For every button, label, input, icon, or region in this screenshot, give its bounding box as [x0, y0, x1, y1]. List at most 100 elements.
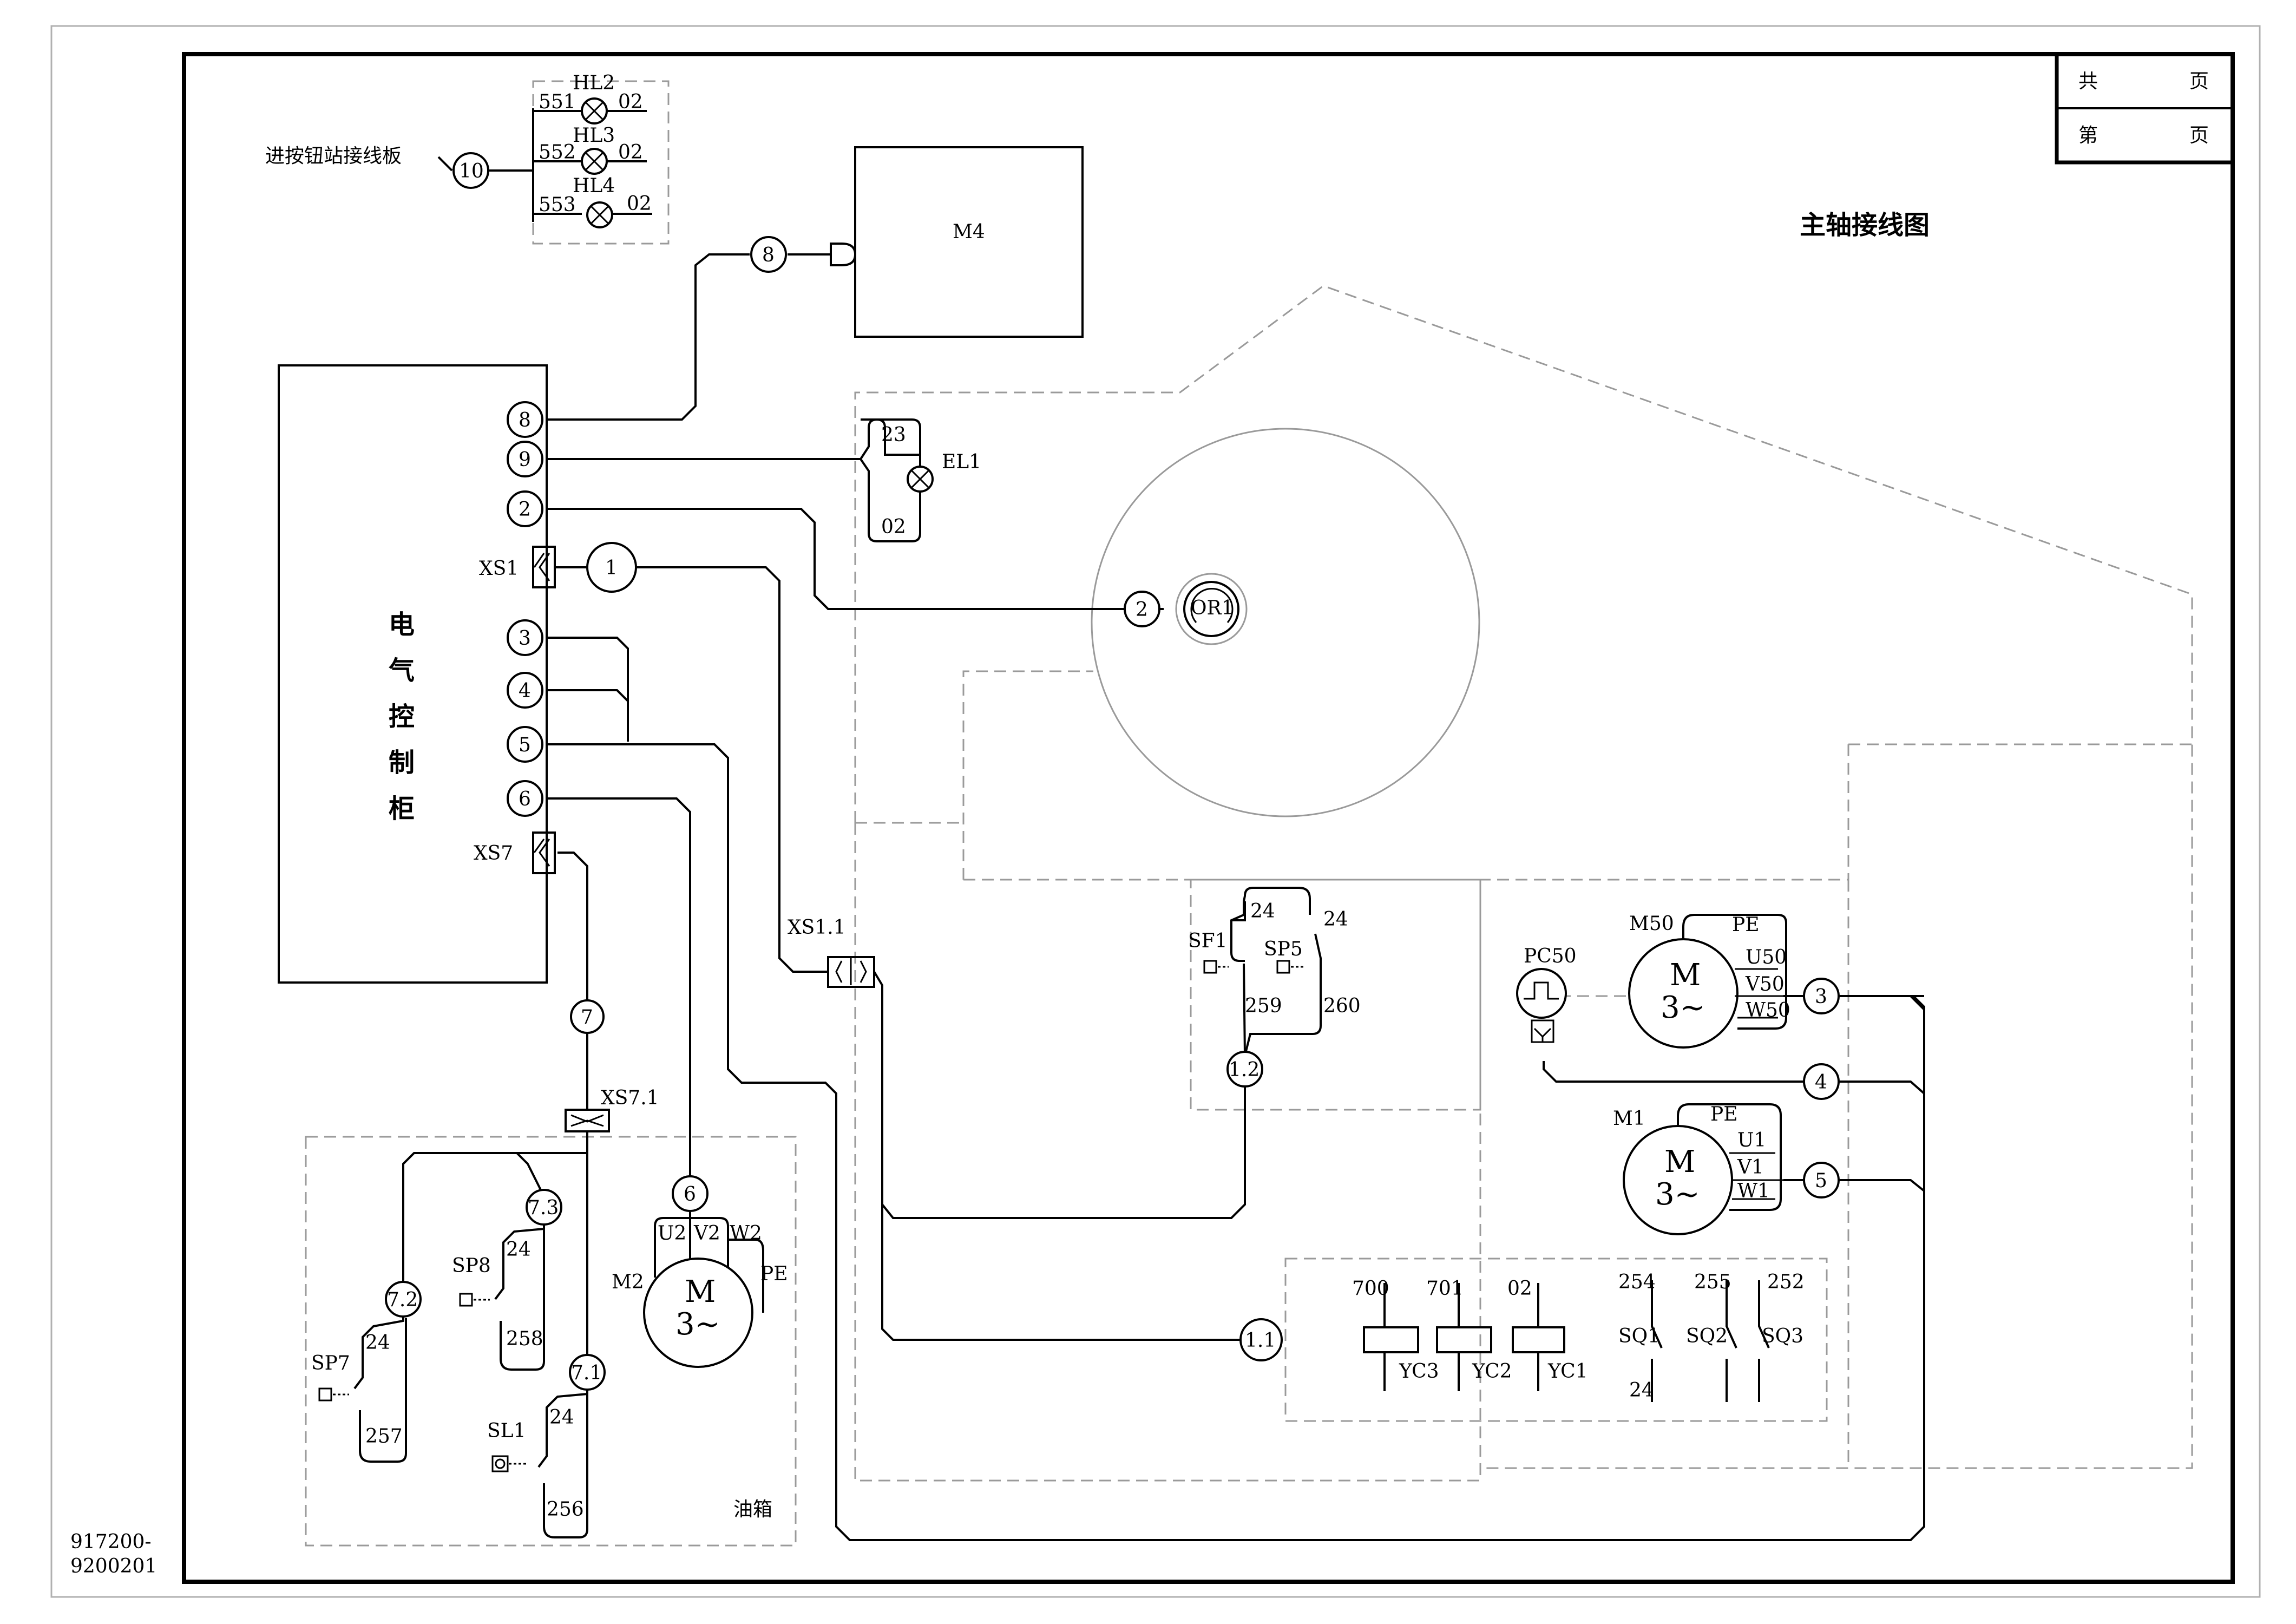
- lamp-el1-name: EL1: [942, 451, 981, 473]
- limit-sq1-wire: 254: [1618, 1271, 1656, 1293]
- cabinet-char-5: 柜: [389, 794, 415, 824]
- motor-m1-v: V1: [1737, 1156, 1764, 1178]
- solenoid-yc3-wire: 700: [1352, 1278, 1389, 1300]
- motor-m2-u: U2: [658, 1222, 686, 1245]
- terminal-7: 7: [581, 1006, 593, 1029]
- terminal-8b: 8: [762, 244, 775, 266]
- encoder-or1: 2 OR1: [1124, 573, 1248, 645]
- motor-m50-v: V50: [1745, 973, 1785, 996]
- switch-sl1-bottom: 256: [547, 1498, 584, 1521]
- terminal-7-2: 7.2: [387, 1289, 418, 1311]
- switch-sf1-name: SF1: [1188, 930, 1228, 952]
- solenoid-yc2-wire: 701: [1426, 1278, 1464, 1300]
- connector-xs1-1: XS1.1: [788, 916, 875, 988]
- limit-sq1-name: SQ1: [1618, 1325, 1660, 1347]
- connector-xs1-1-label: XS1.1: [788, 916, 846, 939]
- connector-xs7-icon: [532, 831, 556, 874]
- solenoid-yc3-name: YC3: [1399, 1360, 1439, 1383]
- motor-m50-name: M50: [1629, 913, 1674, 935]
- drawing-number-line2: 9200201: [70, 1555, 157, 1577]
- motor-m4: M4: [830, 146, 1084, 338]
- terminal-6: 6: [519, 788, 531, 810]
- lamp-hl3-left: 552: [539, 141, 576, 163]
- switch-sl1-name: SL1: [487, 1420, 526, 1442]
- lamp-hl3-name: HL3: [573, 125, 615, 147]
- solenoid-yc2-icon: [1436, 1326, 1492, 1353]
- solenoid-panel: 1.1 700 YC3 701 YC2 02 YC1 254 SQ1 24 25…: [1239, 1271, 1805, 1402]
- limit-sq3-name: SQ3: [1762, 1325, 1803, 1347]
- motor-m4-name: M4: [953, 221, 985, 243]
- motor-m2-w: W2: [730, 1222, 762, 1245]
- solenoid-yc1-name: YC1: [1547, 1360, 1588, 1383]
- switch-sp8-icon: [459, 1293, 473, 1307]
- terminal-6b: 6: [684, 1183, 696, 1206]
- terminal-9: 9: [519, 449, 531, 471]
- button-board-label: 进按钮站接线板: [265, 145, 402, 167]
- motor-m50-w: W50: [1746, 999, 1790, 1021]
- motor-m50-pe: PE: [1732, 914, 1760, 936]
- cabinet-char-2: 气: [389, 656, 415, 686]
- switch-sf1-sp5: 24 24 SF1 SP5 259 260 1.2: [1188, 887, 1361, 1088]
- limit-sq3-wire: 252: [1767, 1271, 1805, 1293]
- lamp-hl3-right: 02: [618, 141, 643, 163]
- connector-xs1-icon: [532, 546, 556, 588]
- oil-tank-label: 油箱: [733, 1498, 772, 1521]
- switch-sp8-bottom: 258: [506, 1328, 543, 1350]
- cabinet-char-4: 制: [389, 748, 415, 778]
- terminal-2b: 2: [1136, 599, 1148, 621]
- switch-sp5-bottom: 260: [1323, 995, 1361, 1017]
- machine-outline: [305, 80, 2193, 1547]
- title-block: 共 页 第 页: [2055, 52, 2235, 165]
- motor-m1-pe: PE: [1710, 1103, 1738, 1125]
- terminal-7-3: 7.3: [528, 1197, 559, 1219]
- lamp-el1-top: 23: [881, 424, 906, 446]
- switch-sp8-top: 24: [506, 1239, 531, 1261]
- title-block-unit1: 页: [2189, 70, 2209, 93]
- terminal-3: 3: [519, 627, 531, 650]
- connector-xs1: XS1: [479, 558, 519, 580]
- terminal-8: 8: [519, 409, 531, 431]
- motor-m1: M1 M 3~ PE U1 V1 W1: [1613, 1103, 1783, 1235]
- switch-sp5-top: 24: [1323, 908, 1348, 931]
- title-block-page: 第: [2078, 125, 2098, 147]
- lamp-el1-bottom: 02: [881, 516, 906, 538]
- lamp-el1: 23 02 EL1: [859, 418, 981, 542]
- motor-m1-phase: 3~: [1655, 1177, 1700, 1212]
- switch-sp7-icon: [318, 1387, 332, 1402]
- solenoid-yc2-name: YC2: [1472, 1360, 1512, 1383]
- terminal-4b: 4: [1815, 1071, 1827, 1093]
- connector-xs7: XS7: [474, 842, 513, 865]
- switch-sl1-icon: [491, 1455, 509, 1472]
- cabinet-terminals: 8 9 2 3 4 5 6 XS1 1 XS7: [474, 401, 637, 874]
- switch-sp8-name: SP8: [452, 1255, 491, 1277]
- inner-frame: [182, 52, 2235, 1584]
- wires: [547, 253, 1925, 1541]
- lamp-hl2-right: 02: [618, 91, 643, 113]
- motor-m2-pe: PE: [760, 1263, 788, 1285]
- terminal-2: 2: [519, 499, 531, 521]
- page-title: 主轴接线图: [1800, 210, 1930, 240]
- motor-m2-v: V2: [693, 1222, 720, 1245]
- motor-m50-m: M: [1670, 958, 1701, 993]
- lamp-hl2-left: 551: [539, 91, 576, 113]
- motor-m2-icon: [643, 1258, 753, 1368]
- switch-sp7-name: SP7: [311, 1352, 350, 1374]
- button-board-terminal: 10: [459, 160, 484, 182]
- oil-tank: 油箱 7 XS7.1 7.2 24 SP7 257 7.3 24 SP8 258…: [311, 999, 788, 1538]
- terminal-3b: 3: [1815, 986, 1827, 1008]
- terminal-1: 1: [605, 557, 618, 579]
- switch-sf1-bottom: 259: [1245, 995, 1282, 1017]
- motor-m2-name: M2: [612, 1271, 644, 1293]
- limit-sq2-wire: 255: [1694, 1271, 1731, 1293]
- motor-m50: M50 M 3~ PE U50 V50 W50: [1628, 913, 1790, 1049]
- switch-sl1-top: 24: [549, 1406, 574, 1429]
- motor-m2-m: M: [685, 1274, 716, 1309]
- title-block-total: 共: [2078, 70, 2098, 93]
- switch-sp7-top: 24: [365, 1332, 390, 1354]
- limit-sq2-name: SQ2: [1686, 1325, 1728, 1347]
- spindle-wheel: [1091, 428, 1480, 817]
- switch-sf1-top: 24: [1250, 900, 1275, 922]
- sensor-pc50: PC50: [1516, 945, 1577, 1043]
- motor-m1-name: M1: [1613, 1108, 1645, 1130]
